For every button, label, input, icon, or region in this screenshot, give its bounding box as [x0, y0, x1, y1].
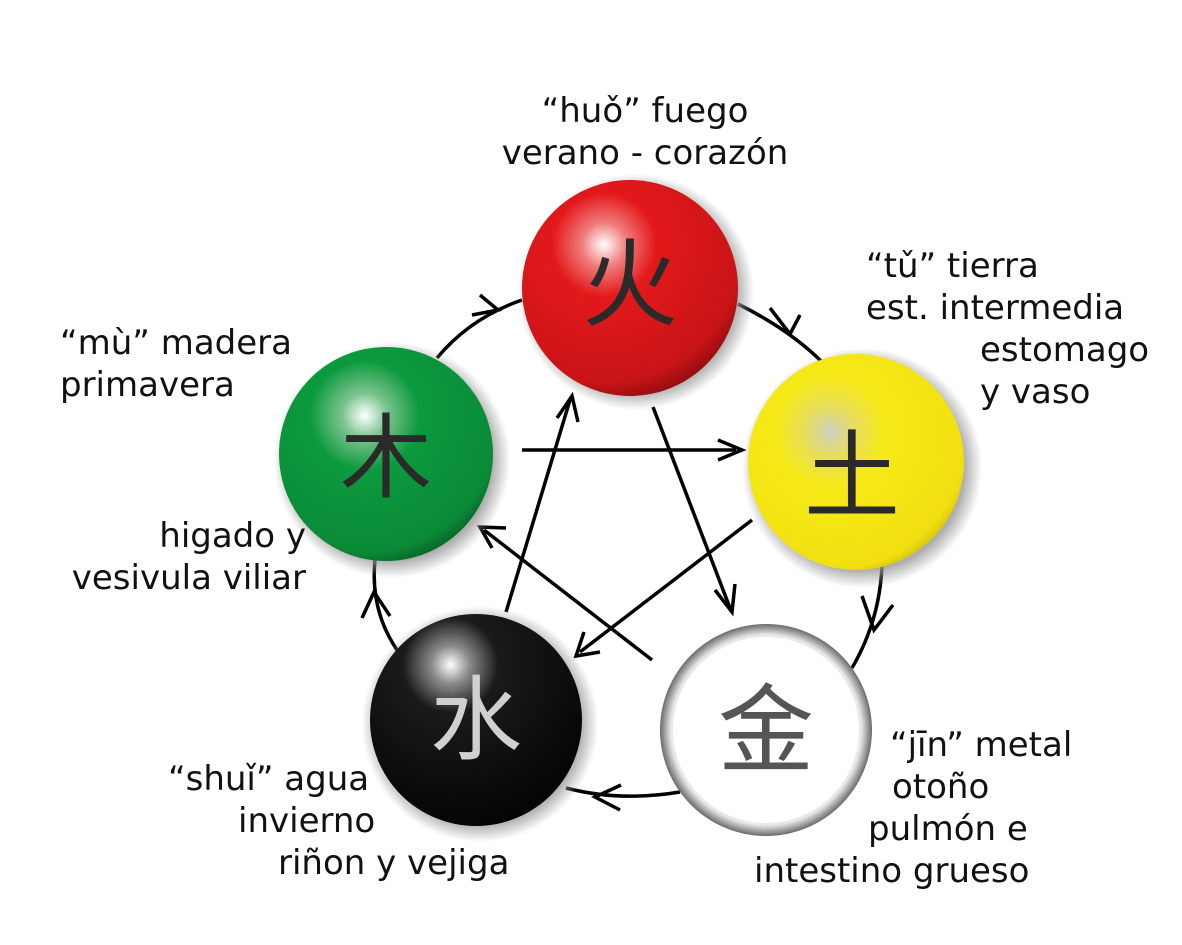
- fire-label: “huǒ” fuego verano - corazón: [490, 90, 800, 174]
- water-label: “shuǐ” agua invierno riñon y vejiga: [160, 758, 530, 884]
- water-label-line-3: riñon y vejiga: [278, 843, 510, 883]
- wood-character: 木: [340, 405, 432, 512]
- water-character: 水: [430, 667, 522, 774]
- cycle-arrow-fire-earth: [768, 306, 802, 338]
- wood-organ-line-1: higado y: [159, 516, 306, 556]
- metal-label: “jīn” metal otoño pulmón e intestino gru…: [754, 724, 1084, 892]
- wood-label-line-1: “mù” madera: [60, 323, 292, 363]
- star-arrow-water-fire: [504, 391, 580, 613]
- earth-label-line-2: est. intermedia: [866, 288, 1125, 328]
- metal-element: 金: [660, 624, 872, 836]
- fire-label-line-1: “huǒ” fuego: [541, 91, 749, 131]
- wood-organ-line-2: vesivula viliar: [71, 558, 306, 598]
- cycle-arrow-earth-metal: [860, 595, 895, 634]
- wood-organ-label: higado y vesivula viliar: [56, 515, 306, 599]
- earth-label: “tǔ” tierra est. intermedia estomago y v…: [866, 245, 1166, 413]
- fire-element: 火: [518, 174, 754, 410]
- metal-label-line-1: “jīn” metal: [890, 725, 1073, 765]
- water-label-line-2: invierno: [238, 801, 376, 841]
- wood-element: 木: [274, 342, 510, 578]
- metal-label-line-4: intestino grueso: [754, 851, 1030, 891]
- fire-character: 火: [582, 229, 678, 341]
- water-element: 水: [362, 606, 598, 842]
- metal-label-line-3: pulmón e: [868, 809, 1028, 849]
- wood-label: “mù” madera primavera: [60, 322, 292, 406]
- earth-label-line-1: “tǔ” tierra: [866, 246, 1039, 286]
- metal-label-line-2: otoño: [892, 767, 990, 807]
- earth-element: 土: [742, 348, 982, 588]
- cycle-arrow-water-wood: [360, 588, 392, 619]
- wood-label-line-2: primavera: [60, 365, 235, 405]
- cycle-arrow-wood-fire: [471, 293, 502, 317]
- star-arrow-fire-metal: [651, 406, 737, 617]
- cycle-arrow-metal-water: [591, 783, 622, 812]
- earth-label-line-3: estomago: [980, 330, 1150, 370]
- earth-label-line-4: y vaso: [980, 372, 1091, 412]
- earth-character: 土: [804, 421, 900, 533]
- star-arrow-wood-earth: [522, 438, 747, 462]
- water-label-line-1: “shuǐ” agua: [168, 759, 370, 799]
- metal-character: 金: [718, 675, 814, 787]
- fire-label-line-2: verano - corazón: [501, 133, 789, 173]
- cycle-arc-wood-fire: [435, 298, 523, 360]
- cycle-arc-metal-water: [565, 786, 681, 798]
